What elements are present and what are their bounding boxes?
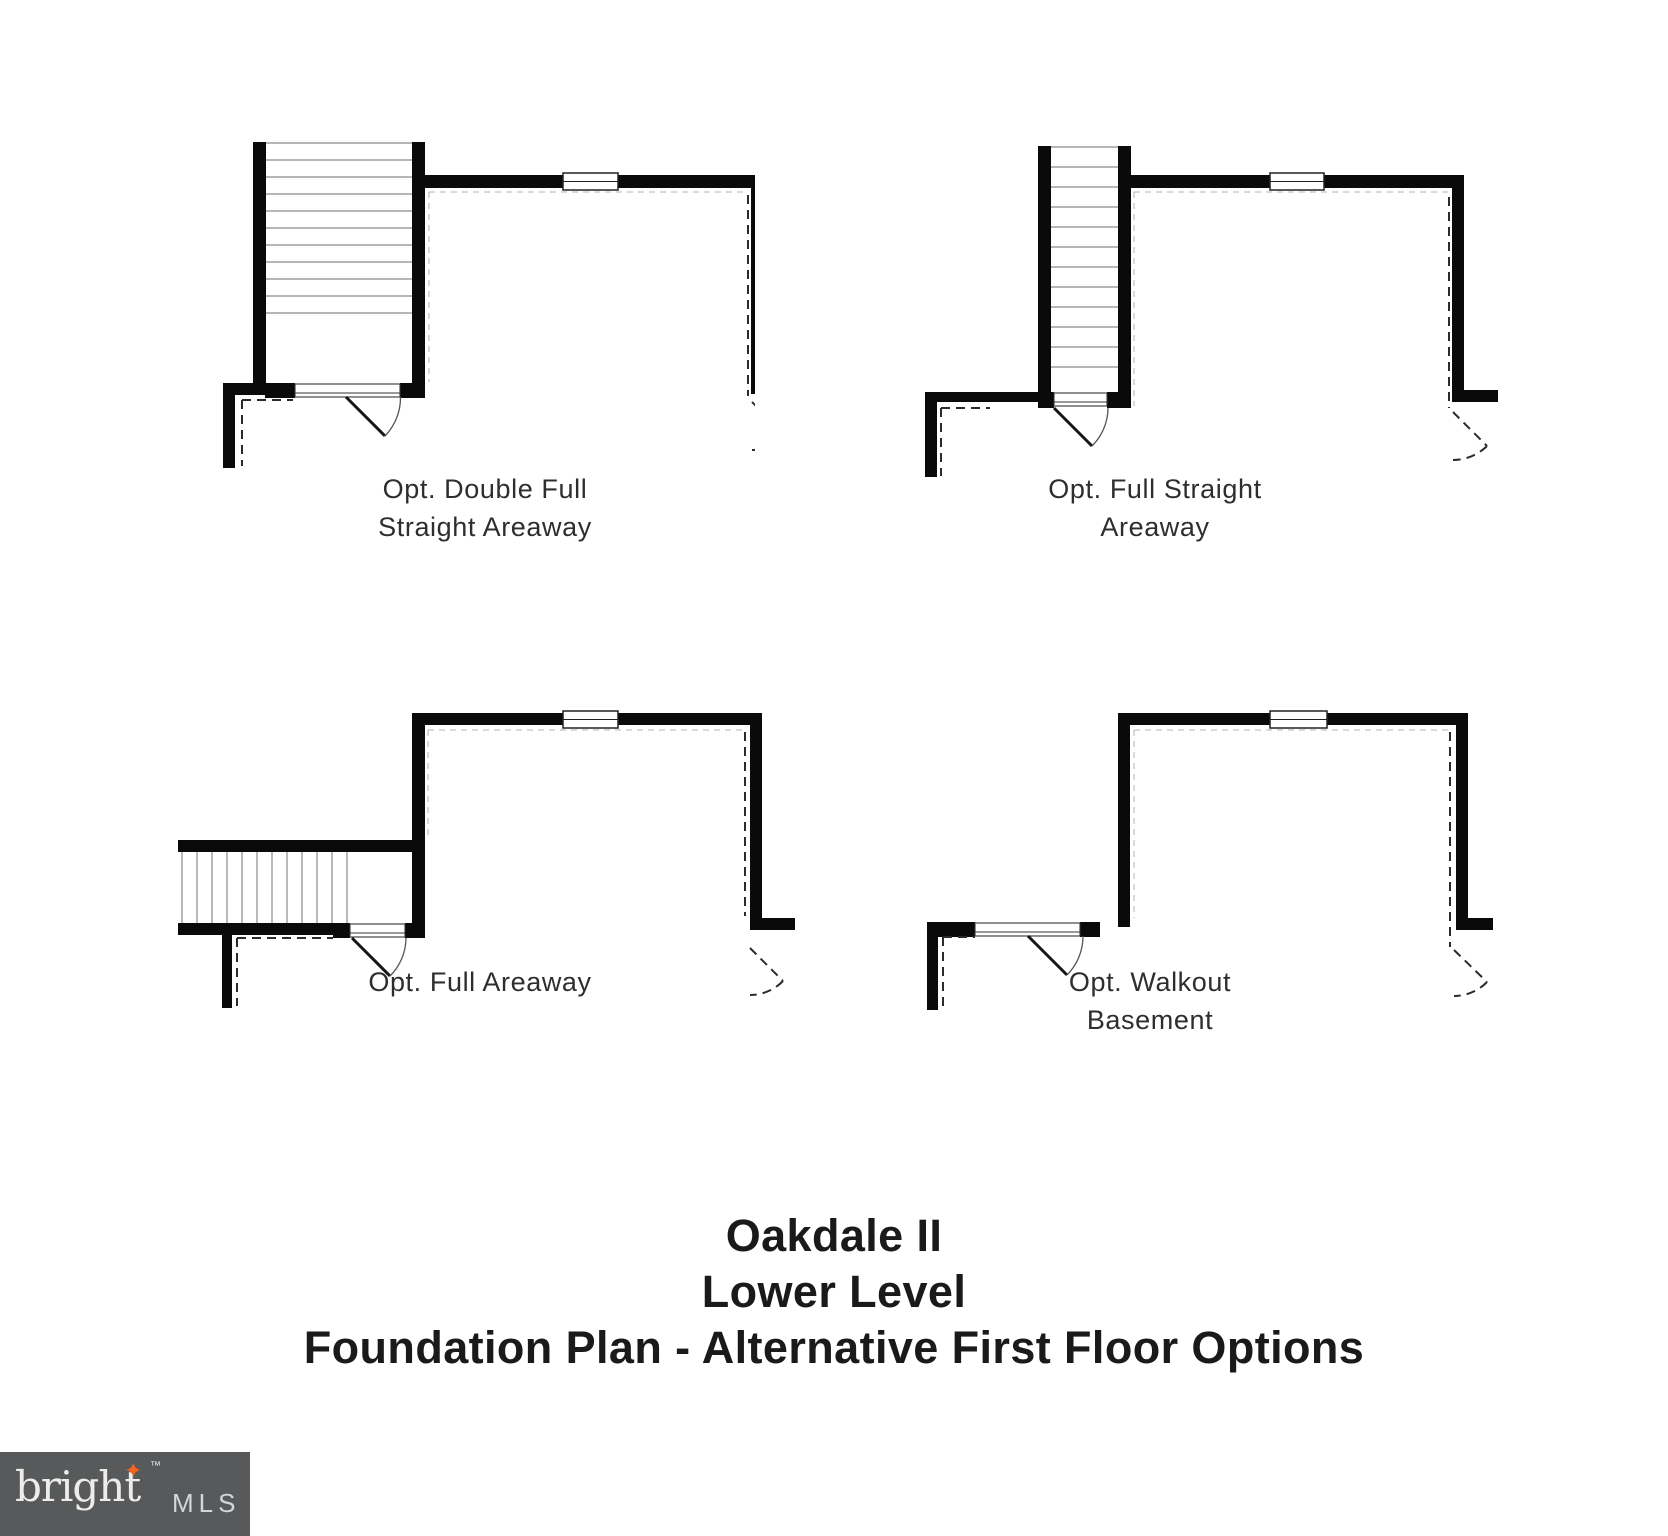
window xyxy=(1269,172,1325,191)
window xyxy=(562,710,619,729)
sheet-title-model: Oakdale II xyxy=(725,1210,943,1261)
foundation-dashed xyxy=(942,732,1451,1008)
walkout-sill xyxy=(974,922,1081,937)
sheet-title-plan: Foundation Plan - Alternative First Floo… xyxy=(303,1322,1365,1373)
bright-logo-wordmark: bright xyxy=(15,1462,141,1511)
areaway-sill xyxy=(1053,392,1108,407)
plan-label-line: Areaway xyxy=(1100,512,1210,542)
inner-face-dashed xyxy=(428,191,748,382)
inner-face-dashed xyxy=(427,729,745,840)
door-swing-arc xyxy=(1091,407,1109,447)
star-icon: ✦ xyxy=(124,1458,143,1483)
inner-face-dashed xyxy=(1133,729,1450,918)
optional-door-dashed xyxy=(751,401,755,452)
plan-label-full-straight-areaway: Opt. Full Straight Areaway xyxy=(880,470,1430,546)
optional-door-dashed xyxy=(1453,949,1488,997)
door-swing-arc xyxy=(1066,935,1084,976)
mls-logo-text: MLS xyxy=(172,1488,241,1518)
foundation-walls xyxy=(223,175,755,468)
optional-door-swing-arc xyxy=(1452,445,1488,462)
plan-label-double-full-straight-areaway: Opt. Double Full Straight Areaway xyxy=(215,470,755,546)
foundation-walls xyxy=(222,713,795,1008)
foundation-walls xyxy=(925,175,1498,477)
window xyxy=(1269,710,1328,729)
entry-door xyxy=(344,395,402,438)
optional-door-swing-arc xyxy=(1453,981,1488,997)
bright-mls-logo-bar: bright ✦ ™ MLS xyxy=(0,1452,250,1536)
plan-full-areaway xyxy=(160,660,800,1050)
inner-face-dashed xyxy=(1133,191,1449,406)
door-swing-arc xyxy=(389,937,407,977)
optional-door-dashed xyxy=(1452,411,1488,462)
plan-walkout-basement xyxy=(860,660,1520,1050)
plan-label-line: Basement xyxy=(1086,1005,1214,1035)
sheet-title-level: Lower Level xyxy=(701,1266,967,1317)
sheet-title: Oakdale II Lower Level Foundation Plan -… xyxy=(0,1208,1668,1376)
areaway-sill xyxy=(294,383,401,398)
foundation-walls xyxy=(927,713,1493,1010)
door-swing-arc xyxy=(384,396,402,437)
plan-label-line: Opt. Double Full xyxy=(382,474,588,504)
plan-label-line: Opt. Full Areaway xyxy=(368,967,592,997)
plan-label-line: Opt. Walkout xyxy=(1068,967,1232,997)
plan-label-line: Opt. Full Straight xyxy=(1048,474,1262,504)
entry-door xyxy=(1026,934,1084,977)
areaway-sill xyxy=(349,923,406,938)
trademark-symbol: ™ xyxy=(150,1460,161,1472)
plan-drawing xyxy=(178,710,795,1008)
foundation-dashed xyxy=(236,732,746,1006)
plan-label-walkout-basement: Opt. Walkout Basement xyxy=(860,963,1440,1039)
plan-drawing xyxy=(925,146,1498,477)
door-leaf xyxy=(350,936,392,978)
entry-door xyxy=(1052,406,1109,448)
plan-label-line: Straight Areaway xyxy=(378,512,592,542)
plan-drawing xyxy=(223,142,755,468)
plan-double-full-straight-areaway xyxy=(215,140,755,485)
door-leaf xyxy=(1026,934,1069,977)
door-leaf xyxy=(344,395,387,438)
plan-drawing xyxy=(927,710,1493,1010)
entry-door xyxy=(350,936,407,978)
foundation-dashed xyxy=(241,195,749,466)
staircase xyxy=(178,840,412,935)
optional-door-dashed xyxy=(749,947,784,996)
door-leaf xyxy=(1052,406,1094,448)
foundation-dashed xyxy=(940,197,1450,476)
plan-label-full-areaway: Opt. Full Areaway xyxy=(160,963,800,1001)
optional-door-swing-arc xyxy=(749,980,784,996)
staircase xyxy=(253,142,425,383)
window xyxy=(562,172,619,191)
optional-door-swing-arc xyxy=(751,448,755,452)
plan-full-straight-areaway xyxy=(860,140,1500,485)
staircase xyxy=(1038,146,1131,408)
